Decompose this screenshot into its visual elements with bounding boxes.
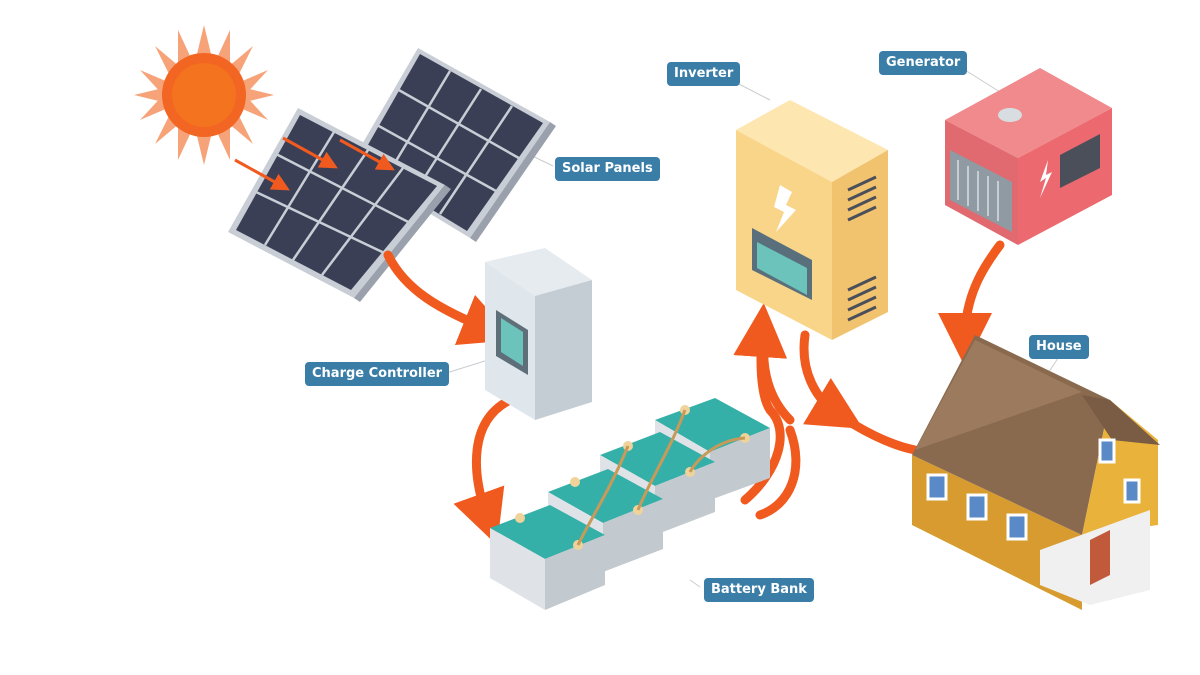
- label-battery-bank: Battery Bank: [704, 578, 814, 602]
- sun-icon: [134, 25, 274, 165]
- flow-panels-to-controller: [383, 250, 516, 346]
- battery-1: [490, 505, 605, 610]
- charge-controller: [485, 248, 592, 420]
- house: [912, 335, 1160, 610]
- inverter: [736, 100, 888, 340]
- flow-inverter-down: [759, 330, 795, 425]
- label-solar-panels: Solar Panels: [555, 157, 660, 181]
- flow-generator-to-house: [938, 240, 1005, 367]
- solar-panel-front: [228, 108, 451, 302]
- label-inverter: Inverter: [667, 62, 741, 86]
- label-house: House: [1029, 335, 1089, 359]
- label-generator: Generator: [879, 51, 968, 75]
- generator: [945, 68, 1112, 245]
- flow-inverter-to-house: [799, 330, 864, 429]
- battery-bank: [490, 398, 770, 610]
- label-charge-controller: Charge Controller: [305, 362, 450, 386]
- solar-panels: [228, 48, 556, 302]
- flow-battery-loop: [755, 425, 801, 520]
- sunlight-arrows: [234, 136, 395, 191]
- flow-controller-to-battery: [453, 395, 515, 546]
